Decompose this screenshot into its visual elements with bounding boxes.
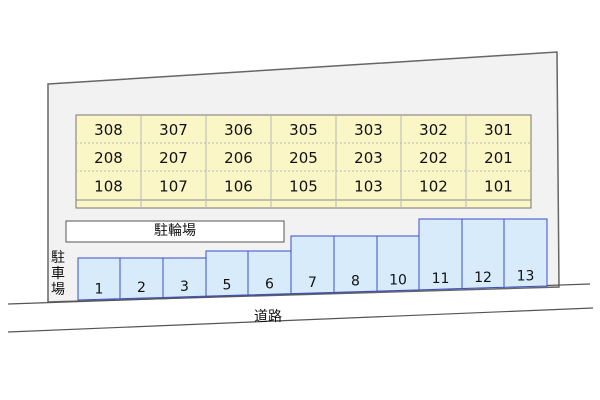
unit-107: 107 <box>159 178 188 196</box>
parking-space-13 <box>503 218 548 288</box>
unit-305: 305 <box>289 121 318 139</box>
unit-102: 102 <box>419 178 448 196</box>
road-label: 道路 <box>254 309 282 325</box>
unit-203: 203 <box>354 149 383 167</box>
apartment-building: 308 307 306 305 303 302 301 208 207 206 205 203 202 2… <box>75 114 532 209</box>
parking-space-number: 7 <box>308 275 317 291</box>
unit-103: 103 <box>354 178 383 196</box>
parking-space-number: 6 <box>265 276 274 292</box>
parking-space-number: 5 <box>223 278 232 294</box>
parking-lot-label: 駐 車 場 <box>51 250 65 298</box>
parking-space-number: 13 <box>517 269 535 285</box>
unit-307: 307 <box>159 121 188 139</box>
bicycle-parking-label: 駐輪場 <box>154 222 196 239</box>
unit-205: 205 <box>289 149 318 167</box>
bicycle-parking: 駐輪場 <box>65 220 285 243</box>
unit-302: 302 <box>419 121 448 139</box>
unit-101: 101 <box>484 178 513 196</box>
unit-105: 105 <box>289 178 318 196</box>
parking-lot-label-char: 駐 <box>51 250 65 266</box>
bicycle-parking-box <box>65 220 285 243</box>
unit-106: 106 <box>224 178 253 196</box>
parking-lot-label-char: 場 <box>51 282 65 298</box>
parking-space-number: 1 <box>95 281 104 297</box>
parking-space-number: 10 <box>389 272 407 288</box>
parking-space-number: 12 <box>474 270 492 286</box>
parking-space-number: 3 <box>180 279 189 295</box>
unit-303: 303 <box>354 121 383 139</box>
unit-301: 301 <box>484 121 513 139</box>
parking-space-number: 2 <box>137 280 146 296</box>
parking-lot-label-char: 車 <box>51 265 65 282</box>
unit-108: 108 <box>94 178 123 196</box>
parking-space-number: 8 <box>351 274 360 290</box>
unit-201: 201 <box>484 149 513 167</box>
unit-207: 207 <box>159 149 188 167</box>
unit-208: 208 <box>94 149 123 167</box>
road-edge-lower <box>7 307 594 333</box>
building-outline <box>75 114 532 209</box>
parking-space-number: 11 <box>432 271 450 287</box>
unit-308: 308 <box>94 121 123 139</box>
unit-206: 206 <box>224 149 253 167</box>
unit-306: 306 <box>224 121 253 139</box>
unit-202: 202 <box>419 149 448 167</box>
